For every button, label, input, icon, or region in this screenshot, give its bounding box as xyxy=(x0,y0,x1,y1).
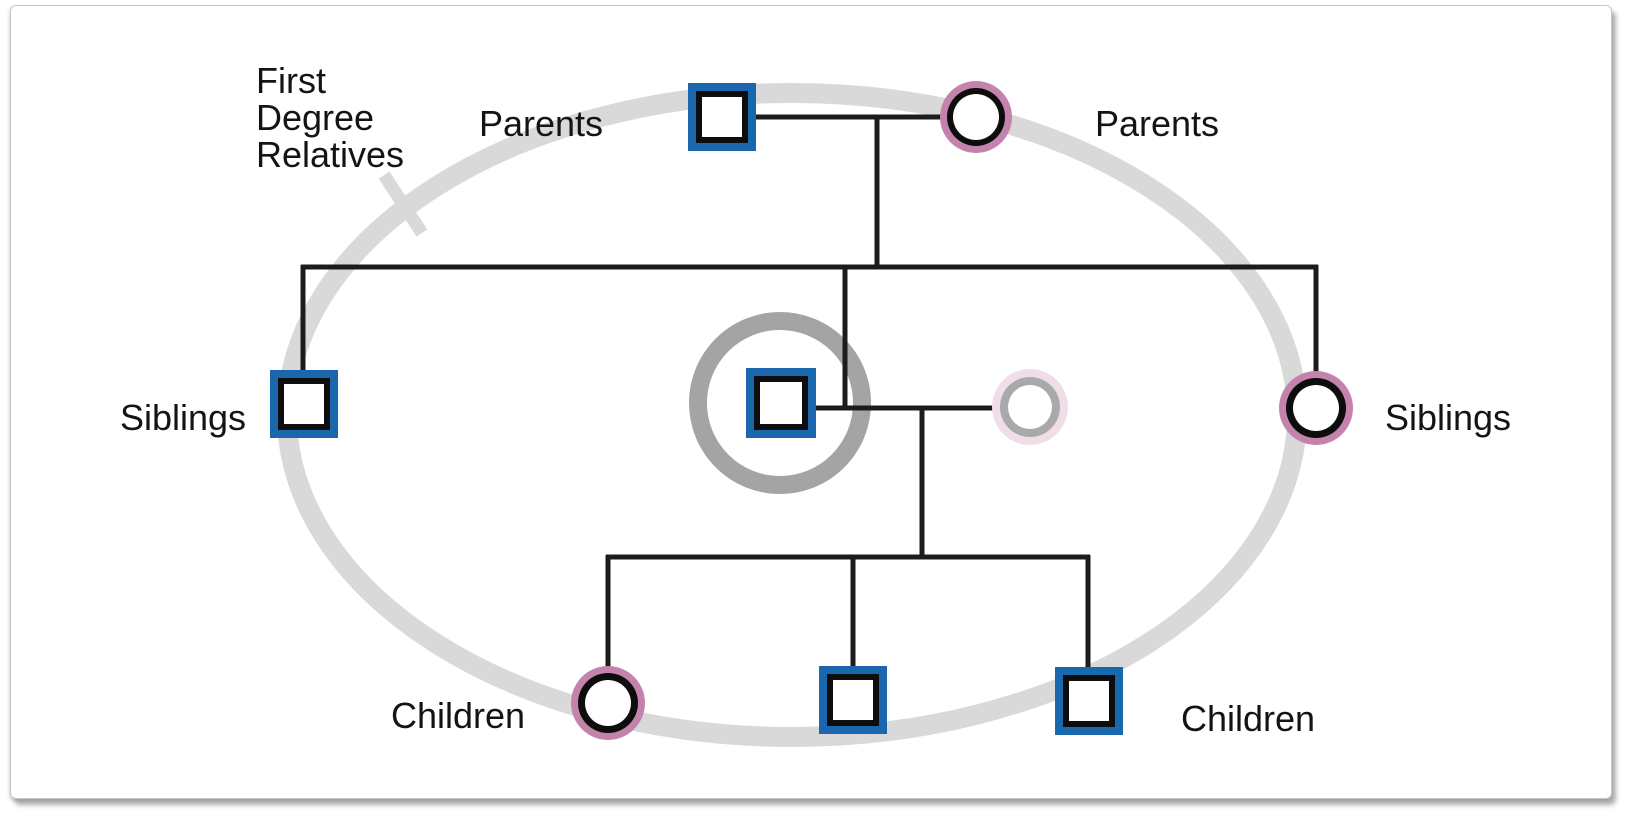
father-male-symbol xyxy=(688,83,756,151)
proband-highlight-ring xyxy=(689,312,871,494)
male-square-fill xyxy=(702,97,742,137)
right-sibling-female-symbol xyxy=(1279,371,1353,445)
parents-label-left: Parents xyxy=(478,103,604,145)
parents-label-right: Parents xyxy=(1094,103,1220,145)
middle-child-male-symbol xyxy=(819,666,887,734)
children-label-right: Children xyxy=(1180,698,1316,740)
male-square-fill xyxy=(760,382,802,424)
female-circle-fill xyxy=(1293,385,1339,431)
mother-female-symbol xyxy=(940,81,1012,153)
title-leader-tick xyxy=(378,171,428,237)
children-label-left: Children xyxy=(390,695,526,737)
faded-circle-fill xyxy=(1008,385,1052,429)
left-sibling-male-symbol xyxy=(270,370,338,438)
male-square-fill xyxy=(284,384,324,424)
left-child-female-symbol xyxy=(571,666,645,740)
first-degree-relatives-title: First Degree Relatives xyxy=(256,60,405,175)
male-square-fill xyxy=(833,680,873,720)
male-square-fill xyxy=(1069,681,1109,721)
siblings-label-right: Siblings xyxy=(1384,397,1512,439)
right-child-male-symbol xyxy=(1055,667,1123,735)
proband-male-symbol xyxy=(746,368,816,438)
female-circle-fill xyxy=(953,94,999,140)
spouse-faded-female-symbol xyxy=(992,369,1068,445)
siblings-label-left: Siblings xyxy=(119,397,247,439)
female-circle-fill xyxy=(585,680,631,726)
